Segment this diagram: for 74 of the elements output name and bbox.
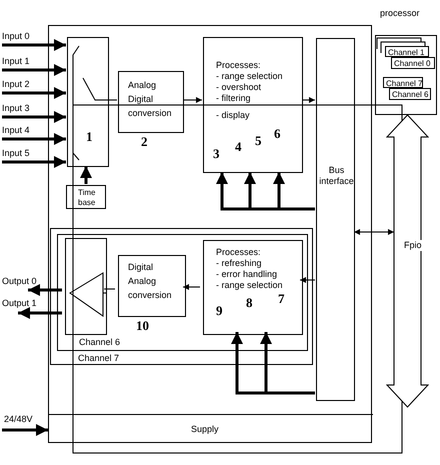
edge-label: Fpio xyxy=(404,240,422,251)
arrow xyxy=(182,97,202,103)
label: - overshoot xyxy=(216,82,262,93)
heading: processor xyxy=(380,8,421,19)
label: Channel 7 xyxy=(78,353,120,364)
arrow xyxy=(2,64,66,76)
converter-box xyxy=(118,71,184,133)
callout-number: 9 xyxy=(216,304,224,318)
converter-box xyxy=(118,255,186,317)
callout-number: 6 xyxy=(274,127,282,141)
arrow xyxy=(2,424,48,436)
label: - filtering xyxy=(216,93,252,104)
label: 24/48V xyxy=(4,414,34,425)
label: Input 2 xyxy=(2,79,31,90)
arrow xyxy=(260,332,315,394)
label: Processes: xyxy=(216,247,262,258)
callout-number: 2 xyxy=(141,135,148,149)
callout-number: 4 xyxy=(235,140,242,154)
arrow xyxy=(2,111,66,123)
label: - range selection xyxy=(216,280,284,291)
arrow xyxy=(302,97,316,103)
channel-card xyxy=(391,57,435,69)
label: Bus interface xyxy=(318,165,355,187)
label: Digital Analog conversion xyxy=(128,261,173,302)
bus-interface-box xyxy=(316,38,355,401)
callout-number: 8 xyxy=(246,296,254,310)
process-box xyxy=(203,37,303,173)
label: Channel 6 xyxy=(79,337,122,348)
label: Input 3 xyxy=(2,103,31,114)
callout-number: 7 xyxy=(278,292,286,306)
channel-card xyxy=(385,46,429,57)
label: Input 0 xyxy=(2,31,31,42)
process-box xyxy=(203,240,303,335)
arrow xyxy=(18,307,62,319)
label: Time base xyxy=(78,188,96,208)
module-frame xyxy=(48,25,372,443)
arrow xyxy=(28,284,62,296)
label: Input 4 xyxy=(2,125,31,136)
label: Output 1 xyxy=(2,298,38,309)
arrow xyxy=(2,133,66,145)
label: Output 0 xyxy=(2,276,38,287)
arrow xyxy=(2,156,66,168)
callout-number: 5 xyxy=(255,134,262,148)
arrow xyxy=(80,166,92,184)
time-base-box xyxy=(66,185,106,209)
arrow xyxy=(2,39,66,51)
callout-number: 10 xyxy=(136,319,149,333)
channel-frame xyxy=(57,234,308,351)
label: - refreshing xyxy=(216,258,263,269)
callout-number: 3 xyxy=(213,147,220,161)
label: - error handling xyxy=(216,269,278,280)
label: Processes: xyxy=(216,60,262,71)
label: Channel 0 xyxy=(394,59,432,69)
channel-frame xyxy=(50,228,313,365)
channel-card xyxy=(383,77,423,88)
label: Input 1 xyxy=(2,56,31,67)
label: Supply xyxy=(191,424,220,435)
label: Channel 7 xyxy=(386,78,422,88)
label: Analog Digital conversion xyxy=(128,79,173,120)
label: - range selection xyxy=(216,71,284,82)
channel-card xyxy=(389,88,431,100)
label: Channel 6 xyxy=(392,90,430,100)
label: - display xyxy=(216,110,251,121)
arrow xyxy=(273,172,315,210)
multiplexer-box xyxy=(67,37,109,167)
double-arrow xyxy=(386,114,430,408)
arrow xyxy=(300,277,316,283)
amplifier-box xyxy=(65,238,107,335)
arrow xyxy=(354,229,394,235)
label: Input 5 xyxy=(2,148,31,159)
callout-number: 1 xyxy=(86,130,94,144)
label: Channel 1 xyxy=(388,48,426,58)
arrow xyxy=(2,87,66,99)
arrow xyxy=(182,284,200,290)
